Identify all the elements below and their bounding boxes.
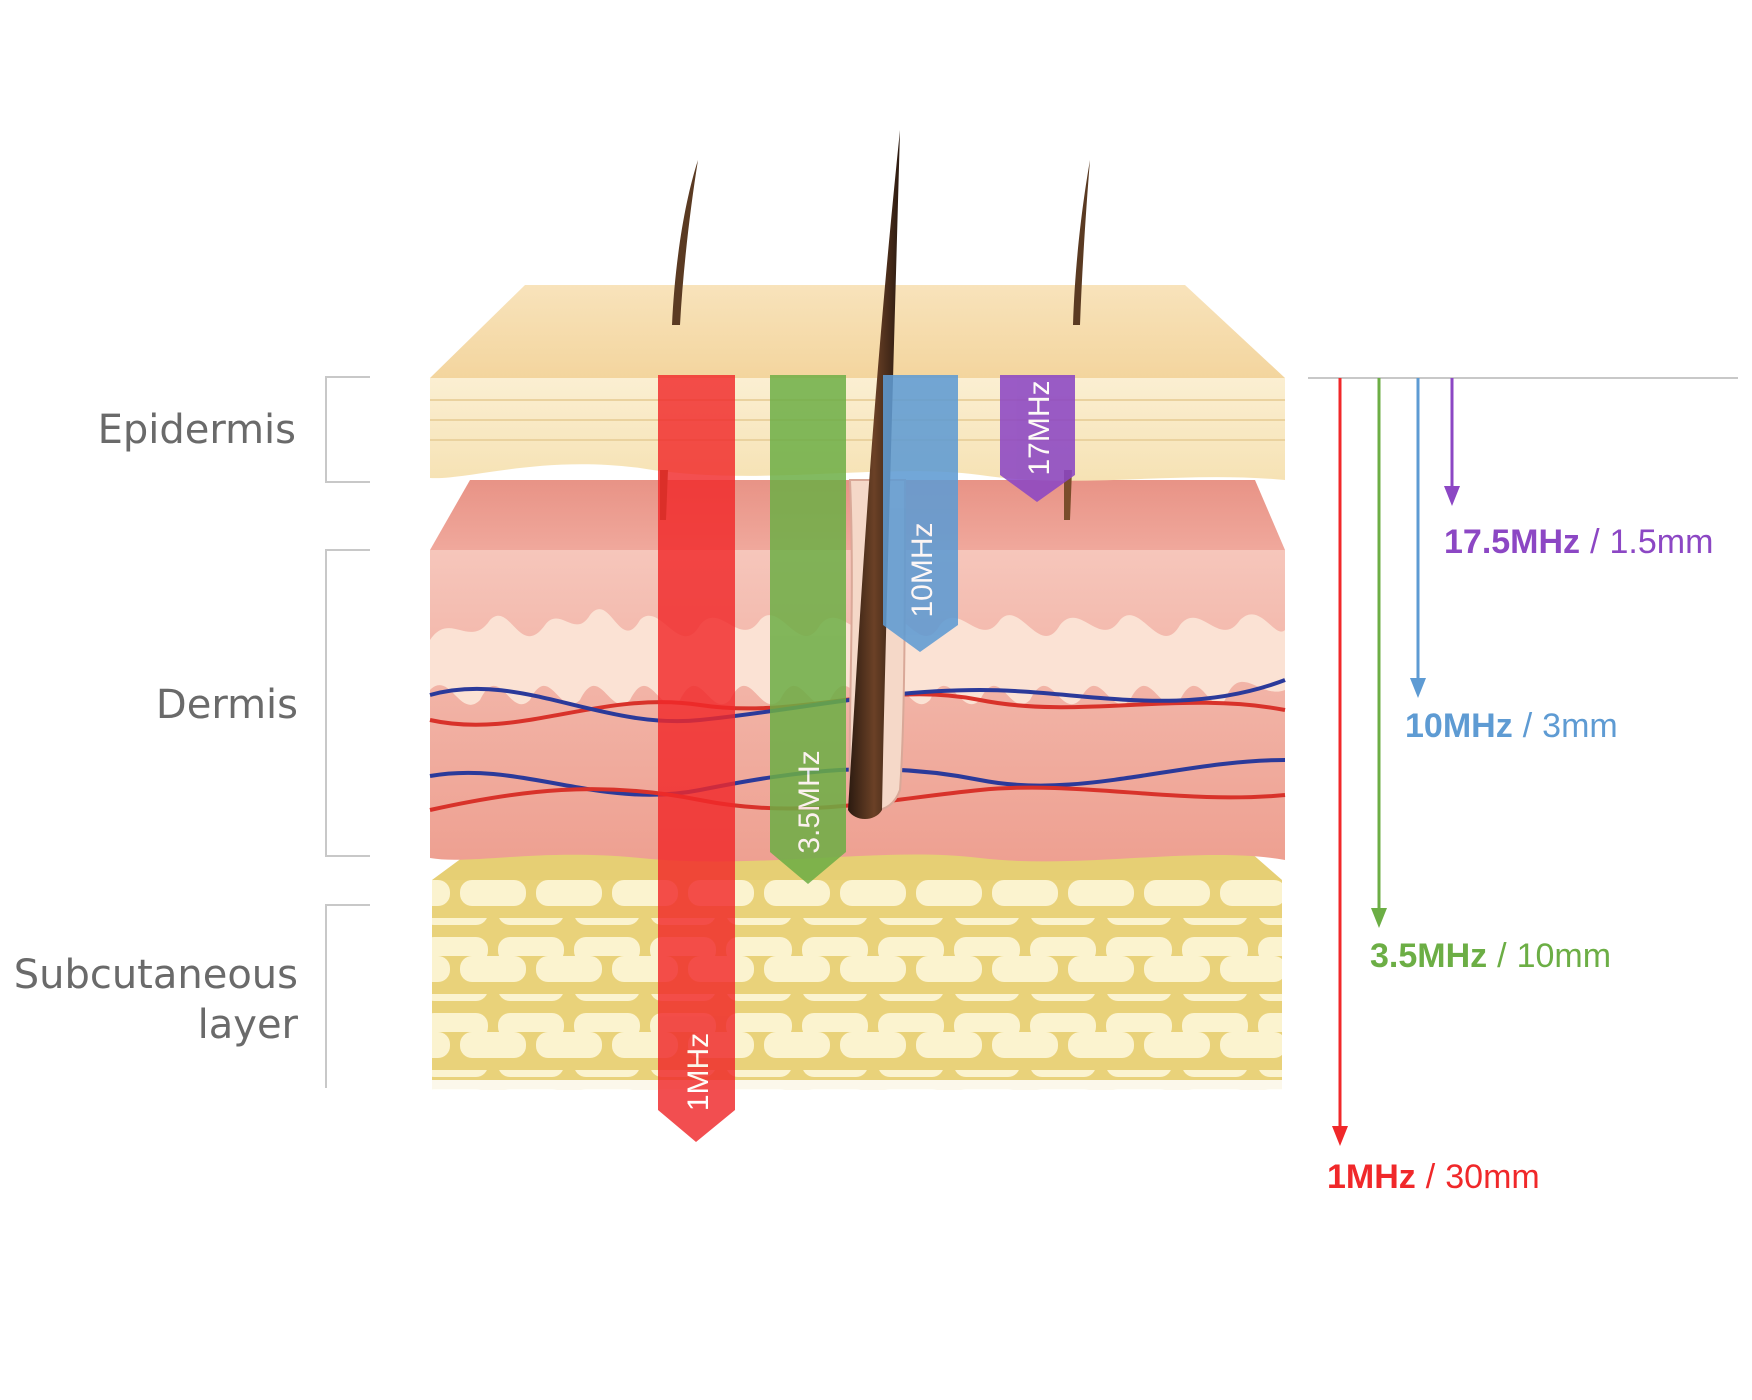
- bar-17mhz-shape: [1000, 375, 1075, 502]
- subcutaneous-label-line2: layer: [198, 1002, 299, 1048]
- bar-17mhz-label: 17MHz: [1023, 380, 1056, 475]
- probe-bar-10mhz: 10MHz: [883, 375, 958, 652]
- epidermis-stripes: [430, 399, 1285, 441]
- vessel-blue-2: [429, 758, 1286, 797]
- bar-3-5mhz-shape: [770, 375, 846, 884]
- epidermis-bracket: [325, 376, 370, 483]
- legend-1mhz-separator: /: [1426, 1158, 1436, 1196]
- arrow-10mhz: [1410, 378, 1426, 698]
- dermis-bracket: [325, 549, 370, 857]
- vessel-red-2: [429, 785, 1286, 812]
- probe-bar-3-5mhz: 3.5MHz: [770, 375, 846, 884]
- legend-10mhz-separator: /: [1523, 707, 1533, 745]
- dermis-label: Dermis: [156, 682, 298, 728]
- bar-1mhz-shape: [658, 375, 735, 1142]
- arrow-1mhz: [1332, 378, 1348, 1146]
- skin-block: [425, 130, 1295, 1140]
- fat-cells: [432, 880, 1282, 1090]
- legend-3-5mhz-depth: 10mm: [1517, 937, 1611, 975]
- legend-17-5mhz-frequency: 17.5MHz: [1444, 523, 1580, 561]
- layer-labels: Epidermis Dermis Subcutaneous layer: [14, 376, 370, 1088]
- legend-3-5mhz-frequency: 3.5MHz: [1370, 937, 1487, 975]
- legend-1mhz-frequency: 1MHz: [1327, 1158, 1416, 1196]
- hair-center: [848, 130, 900, 819]
- epidermis-block: [430, 285, 1285, 481]
- epidermis-front-face: [430, 378, 1285, 481]
- bar-10mhz-label: 10MHz: [906, 522, 939, 617]
- legend-1mhz: 1MHz /30mm: [1327, 1158, 1540, 1196]
- epidermis-top-face: [430, 285, 1285, 378]
- legend-3-5mhz-separator: /: [1497, 937, 1507, 975]
- legend-1mhz-depth: 30mm: [1445, 1158, 1539, 1196]
- subcutaneous-bracket: [325, 904, 370, 1088]
- arrow-3-5mhz: [1371, 378, 1387, 928]
- probe-bar-1mhz: 1MHz: [658, 375, 735, 1142]
- probe-bar-17mhz: 17MHz: [1000, 375, 1075, 502]
- subcutaneous-block: [425, 852, 1295, 1140]
- bar-10mhz-shape: [883, 375, 958, 652]
- bar-1mhz-label: 1MHz: [682, 1033, 715, 1111]
- legend-17-5mhz: 17.5MHz / 1.5mm: [1444, 523, 1713, 561]
- fat-fade: [425, 1080, 1295, 1140]
- legend-17-5mhz-separator: /: [1590, 523, 1600, 561]
- legend-10mhz: 10MHz /3mm: [1405, 707, 1618, 745]
- hair-right-root: [1064, 470, 1072, 520]
- legend-10mhz-depth: 3mm: [1542, 707, 1618, 745]
- subcutaneous-label-line1: Subcutaneous: [14, 952, 298, 998]
- bar-3-5mhz-label: 3.5MHz: [793, 750, 826, 853]
- legend-10mhz-frequency: 10MHz: [1405, 707, 1513, 745]
- hair-left: [672, 160, 698, 325]
- penetration-bars: 1MHz 3.5MHz 10MHz 17MHz: [658, 375, 1075, 1142]
- epidermis-label: Epidermis: [98, 407, 296, 453]
- hair-right: [1073, 160, 1090, 325]
- arrow-17-5mhz: [1444, 378, 1460, 506]
- legend-3-5mhz: 3.5MHz / 10mm: [1370, 937, 1611, 975]
- depth-legend: 17.5MHz/1.5mm 10MHz/3mm 3.5MHz/10mm 1MHz…: [1308, 377, 1738, 1196]
- legend-17-5mhz-depth: 1.5mm: [1610, 523, 1714, 561]
